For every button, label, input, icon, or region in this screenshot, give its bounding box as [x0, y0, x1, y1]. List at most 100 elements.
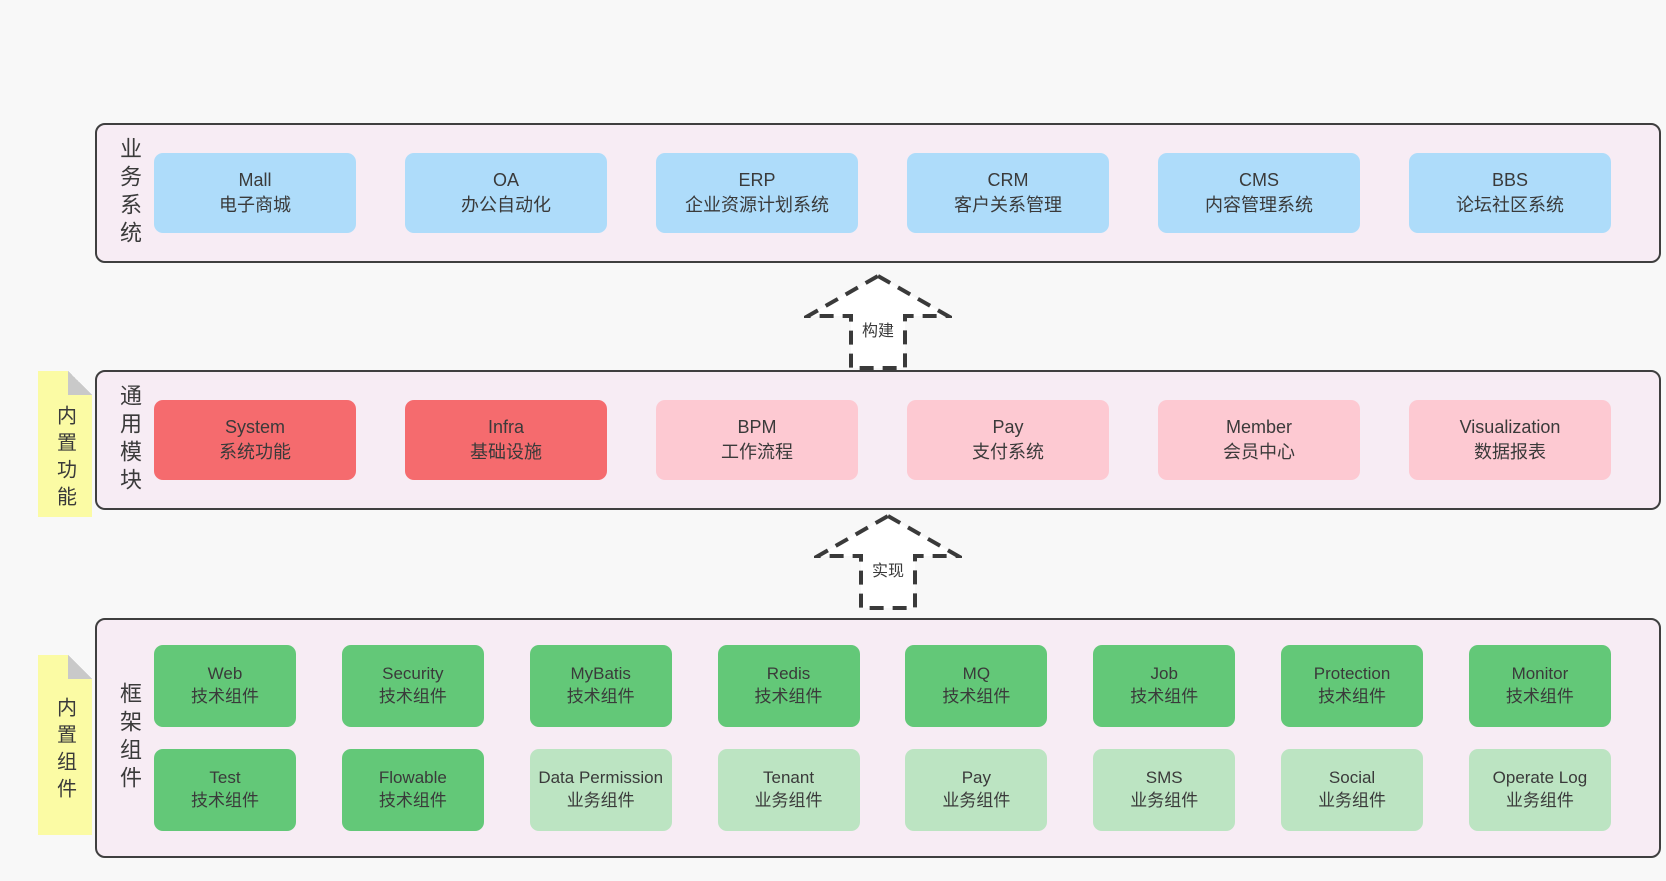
box-desc: 电子商城	[219, 195, 291, 215]
box-desc: 客户关系管理	[954, 195, 1062, 215]
box-name: Tenant	[763, 768, 815, 788]
layer-framework-components: 框架组件 Web 技术组件 Security 技术组件 MyBatis 技术组件 Redis…	[95, 618, 1661, 858]
box-cms: CMS 内容管理系统	[1158, 153, 1360, 233]
common-modules-rows: System 系统功能 Infra 基础设施 BPM 工作流程 Pay 支付系统 Member 会…	[97, 372, 1659, 508]
sticky-note-built-in-features: 内置功能	[38, 371, 92, 517]
box-desc: 技术组件	[566, 687, 635, 706]
box-erp: ERP 企业资源计划系统	[656, 153, 858, 233]
box-desc: 业务组件	[942, 791, 1011, 810]
component-row: System 系统功能 Infra 基础设施 BPM 工作流程 Pay 支付系统 Member 会…	[154, 400, 1611, 480]
box-desc: 数据报表	[1474, 442, 1546, 462]
box-name: Pay	[992, 416, 1024, 437]
box-web: Web 技术组件	[154, 645, 296, 727]
component-row: Mall 电子商城 OA 办公自动化 ERP 企业资源计划系统 CRM 客户关系管理 CMS 内容…	[154, 153, 1611, 233]
box-desc: 论坛社区系统	[1456, 195, 1564, 215]
box-pay: Pay 业务组件	[905, 749, 1048, 831]
box-desc: 技术组件	[1505, 687, 1574, 706]
box-crm: CRM 客户关系管理	[907, 153, 1109, 233]
box-social: Social 业务组件	[1281, 749, 1424, 831]
box-name: Mall	[238, 169, 272, 190]
box-name: Pay	[961, 768, 992, 788]
box-name: CRM	[987, 169, 1029, 190]
box-name: Operate Log	[1492, 768, 1588, 788]
box-name: OA	[492, 169, 519, 190]
box-desc: 办公自动化	[461, 195, 551, 215]
box-desc: 技术组件	[1130, 687, 1199, 706]
layer-business-systems: 业务系统 Mall 电子商城 OA 办公自动化 ERP 企业资源计划系统 CRM 客户关系管理…	[95, 123, 1661, 263]
box-desc: 支付系统	[972, 442, 1044, 462]
box-mybatis: MyBatis 技术组件	[529, 645, 672, 727]
box-desc: 业务组件	[1130, 791, 1199, 810]
box-desc: 业务组件	[754, 791, 823, 810]
layer-label: 业务系统	[117, 137, 142, 249]
box-bbs: BBS 论坛社区系统	[1409, 153, 1611, 233]
arrow-label: 构建	[858, 316, 898, 342]
box-desc: 业务组件	[1318, 791, 1387, 810]
box-desc: 基础设施	[470, 442, 542, 462]
box-name: ERP	[738, 169, 776, 190]
box-name: SMS	[1145, 768, 1183, 788]
arrow-label: 实现	[868, 556, 908, 582]
box-tenant: Tenant 业务组件	[717, 749, 860, 831]
box-desc: 技术组件	[378, 791, 447, 810]
box-visualization: Visualization 数据报表	[1409, 400, 1611, 480]
box-job: Job 技术组件	[1093, 645, 1236, 727]
box-mq: MQ 技术组件	[905, 645, 1048, 727]
box-name: Redis	[766, 664, 811, 684]
box-name: BBS	[1491, 169, 1529, 190]
box-name: Member	[1225, 416, 1292, 437]
box-name: Web	[207, 664, 243, 684]
box-flowable: Flowable 技术组件	[341, 749, 484, 831]
box-name: CMS	[1239, 169, 1279, 190]
layer-common-modules: 通用模块 System 系统功能 Infra 基础设施 BPM 工作流程 Pay 支付系统 Me…	[95, 370, 1661, 510]
box-monitor: Monitor 技术组件	[1468, 645, 1611, 727]
box-desc: 技术组件	[191, 791, 259, 810]
box-name: MQ	[962, 664, 991, 684]
box-name: Data Permission	[538, 768, 664, 788]
sticky-note-built-in-components: 内置组件	[38, 655, 92, 835]
box-name: System	[224, 416, 285, 437]
box-name: Protection	[1313, 664, 1391, 684]
sticky-note-label: 内置组件	[53, 697, 76, 805]
box-desc: 技术组件	[942, 687, 1011, 706]
box-operate-log: Operate Log 业务组件	[1468, 749, 1611, 831]
box-desc: 内容管理系统	[1205, 195, 1313, 215]
box-name: BPM	[737, 416, 777, 437]
box-desc: 工作流程	[721, 442, 793, 462]
box-name: MyBatis	[570, 664, 631, 684]
box-name: Job	[1150, 664, 1178, 684]
box-system: System 系统功能	[154, 400, 356, 480]
box-desc: 业务组件	[1505, 791, 1574, 810]
box-name: Test	[209, 768, 241, 788]
box-name: Monitor	[1511, 664, 1569, 684]
layer-label: 框架组件	[117, 682, 142, 794]
box-desc: 技术组件	[191, 687, 259, 706]
box-member: Member 会员中心	[1158, 400, 1360, 480]
box-desc: 系统功能	[219, 442, 291, 462]
box-pay: Pay 支付系统	[907, 400, 1109, 480]
box-desc: 会员中心	[1223, 442, 1295, 462]
box-name: Visualization	[1459, 416, 1561, 437]
box-desc: 技术组件	[1318, 687, 1387, 706]
sticky-note-label: 内置功能	[53, 405, 76, 513]
box-desc: 技术组件	[378, 687, 447, 706]
layer-label: 通用模块	[117, 384, 142, 496]
box-sms: SMS 业务组件	[1093, 749, 1236, 831]
box-name: Infra	[487, 416, 525, 437]
arrow-implement: 实现	[814, 512, 962, 612]
business-systems-rows: Mall 电子商城 OA 办公自动化 ERP 企业资源计划系统 CRM 客户关系管理 CMS 内容…	[97, 125, 1659, 261]
arrow-build: 构建	[804, 272, 952, 372]
box-test: Test 技术组件	[154, 749, 296, 831]
box-name: Security	[382, 664, 444, 684]
box-security: Security 技术组件	[341, 645, 484, 727]
box-name: Social	[1328, 768, 1376, 788]
box-desc: 技术组件	[754, 687, 823, 706]
box-name: Flowable	[378, 768, 447, 788]
box-oa: OA 办公自动化	[405, 153, 607, 233]
box-desc: 企业资源计划系统	[685, 195, 829, 215]
